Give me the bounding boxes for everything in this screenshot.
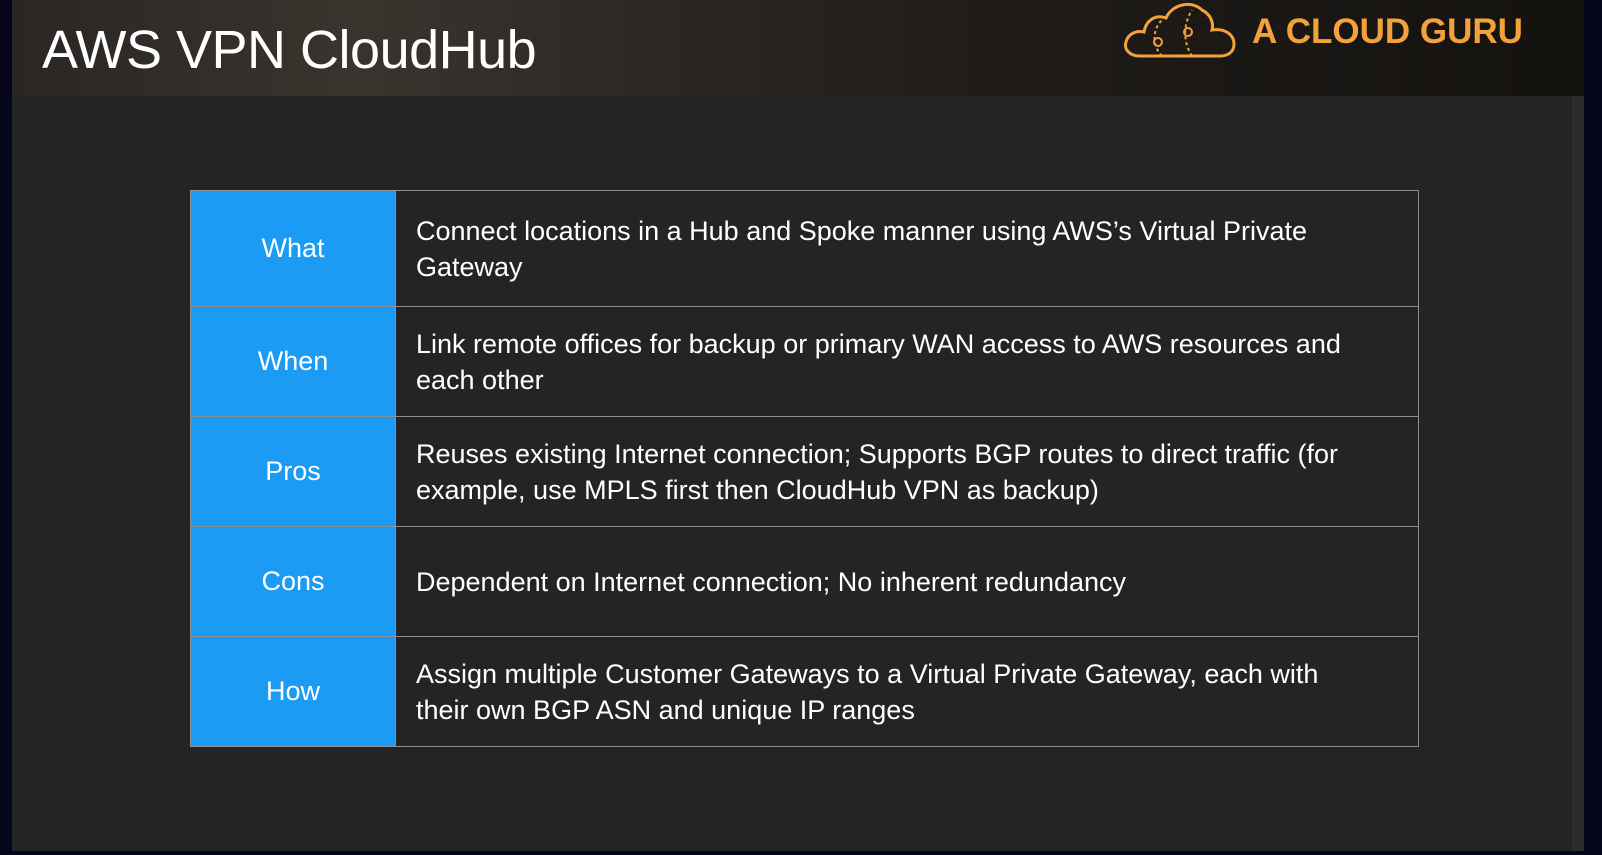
side-strip bbox=[1572, 96, 1584, 851]
table-row-how: How Assign multiple Customer Gateways to… bbox=[190, 636, 1419, 747]
brand-name: A CLOUD GURU bbox=[1252, 12, 1523, 51]
row-description: Link remote offices for backup or primar… bbox=[395, 306, 1419, 417]
row-label: When bbox=[190, 306, 396, 417]
brand-logo: A CLOUD GURU bbox=[1122, 0, 1562, 70]
info-table: What Connect locations in a Hub and Spok… bbox=[190, 190, 1419, 747]
slide-header: AWS VPN CloudHub A CLOUD GURU bbox=[12, 0, 1584, 96]
row-description: Reuses existing Internet connection; Sup… bbox=[395, 416, 1419, 527]
row-description: Dependent on Internet connection; No inh… bbox=[395, 526, 1419, 637]
row-label: Cons bbox=[190, 526, 396, 637]
table-row-what: What Connect locations in a Hub and Spok… bbox=[190, 190, 1419, 307]
row-description: Assign multiple Customer Gateways to a V… bbox=[395, 636, 1419, 747]
row-label: How bbox=[190, 636, 396, 747]
table-row-cons: Cons Dependent on Internet connection; N… bbox=[190, 526, 1419, 637]
table-row-pros: Pros Reuses existing Internet connection… bbox=[190, 416, 1419, 527]
row-label: Pros bbox=[190, 416, 396, 527]
slide-title: AWS VPN CloudHub bbox=[42, 20, 537, 80]
row-description: Connect locations in a Hub and Spoke man… bbox=[395, 190, 1419, 307]
row-label: What bbox=[190, 190, 396, 307]
cloud-logo-icon bbox=[1124, 2, 1236, 58]
table-row-when: When Link remote offices for backup or p… bbox=[190, 306, 1419, 417]
slide-frame: AWS VPN CloudHub A CLOUD GURU What Conne… bbox=[12, 0, 1584, 851]
